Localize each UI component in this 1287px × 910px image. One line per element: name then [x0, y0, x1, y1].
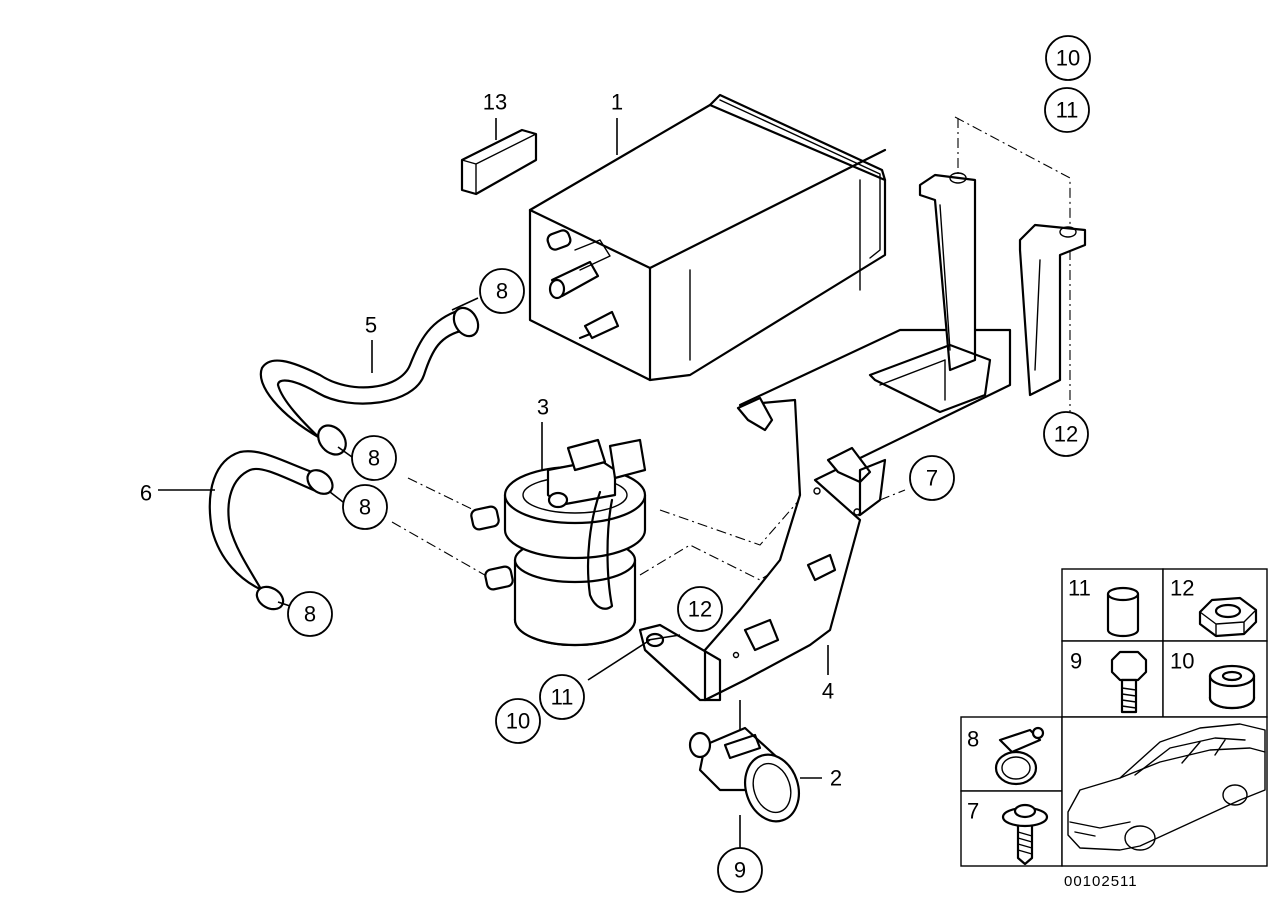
drawing-reference-number: 00102511	[1064, 873, 1138, 890]
grommet-icon	[1208, 664, 1256, 710]
circled-callouts: 10 11 12 7 8 8 8 8 12 11 10 9	[287, 35, 1091, 893]
callout-10-left: 10	[495, 698, 541, 744]
part-2-filter	[688, 726, 800, 823]
hose-clamp-icon	[994, 726, 1045, 786]
svg-text:10: 10	[506, 709, 530, 734]
screw-icon	[1001, 803, 1049, 866]
callout-11-left: 11	[539, 674, 585, 720]
hardware-legend: 11 12 9 10 8 7	[960, 568, 1268, 867]
callout-12-left: 12	[677, 586, 723, 632]
label-part-3: 3	[537, 395, 549, 420]
label-part-4: 4	[822, 679, 834, 704]
hex-nut-icon	[1198, 596, 1258, 638]
callout-11-top: 11	[1044, 87, 1090, 133]
leader-lines	[158, 118, 829, 848]
hex-bolt-icon	[1110, 650, 1148, 714]
legend-label-8: 8	[967, 727, 979, 752]
part-13-label-pad	[460, 128, 538, 196]
part-labels: 13 1 5 6 3 4 2	[140, 90, 842, 791]
callout-8-upper: 8	[351, 435, 397, 481]
svg-text:12: 12	[688, 597, 712, 622]
svg-text:11: 11	[551, 685, 574, 710]
part-4-bracket	[638, 172, 1087, 702]
callout-8-lower: 8	[287, 591, 333, 637]
label-part-5: 5	[365, 313, 377, 338]
callout-9-bottom: 9	[717, 847, 763, 893]
legend-label-10: 10	[1170, 649, 1194, 674]
legend-label-9: 9	[1070, 649, 1082, 674]
svg-text:10: 10	[1056, 46, 1080, 71]
part-6-hose-lower	[208, 450, 334, 611]
callout-8-middle: 8	[342, 484, 388, 530]
car-icon	[1067, 723, 1266, 851]
part-1-carbon-canister	[528, 93, 887, 382]
part-3-purge-valve	[470, 438, 647, 647]
legend-label-11: 11	[1068, 576, 1091, 601]
assembly-lines	[391, 116, 1071, 581]
svg-text:7: 7	[926, 466, 938, 491]
label-part-2: 2	[830, 766, 842, 791]
svg-text:8: 8	[304, 602, 316, 627]
sleeve-icon	[1106, 586, 1140, 638]
label-part-6: 6	[140, 481, 152, 506]
callout-12-right: 12	[1043, 411, 1089, 457]
callout-10-top: 10	[1045, 35, 1091, 81]
svg-text:9: 9	[734, 858, 746, 883]
legend-label-12: 12	[1170, 576, 1194, 601]
svg-text:11: 11	[1056, 98, 1079, 123]
legend-label-7: 7	[967, 799, 979, 824]
svg-text:8: 8	[368, 446, 380, 471]
svg-text:8: 8	[359, 495, 371, 520]
callout-7: 7	[909, 455, 955, 501]
svg-text:12: 12	[1054, 422, 1078, 447]
label-part-13: 13	[483, 90, 507, 115]
label-part-1: 1	[611, 90, 623, 115]
svg-text:8: 8	[496, 279, 508, 304]
callout-8-canister: 8	[479, 268, 525, 314]
